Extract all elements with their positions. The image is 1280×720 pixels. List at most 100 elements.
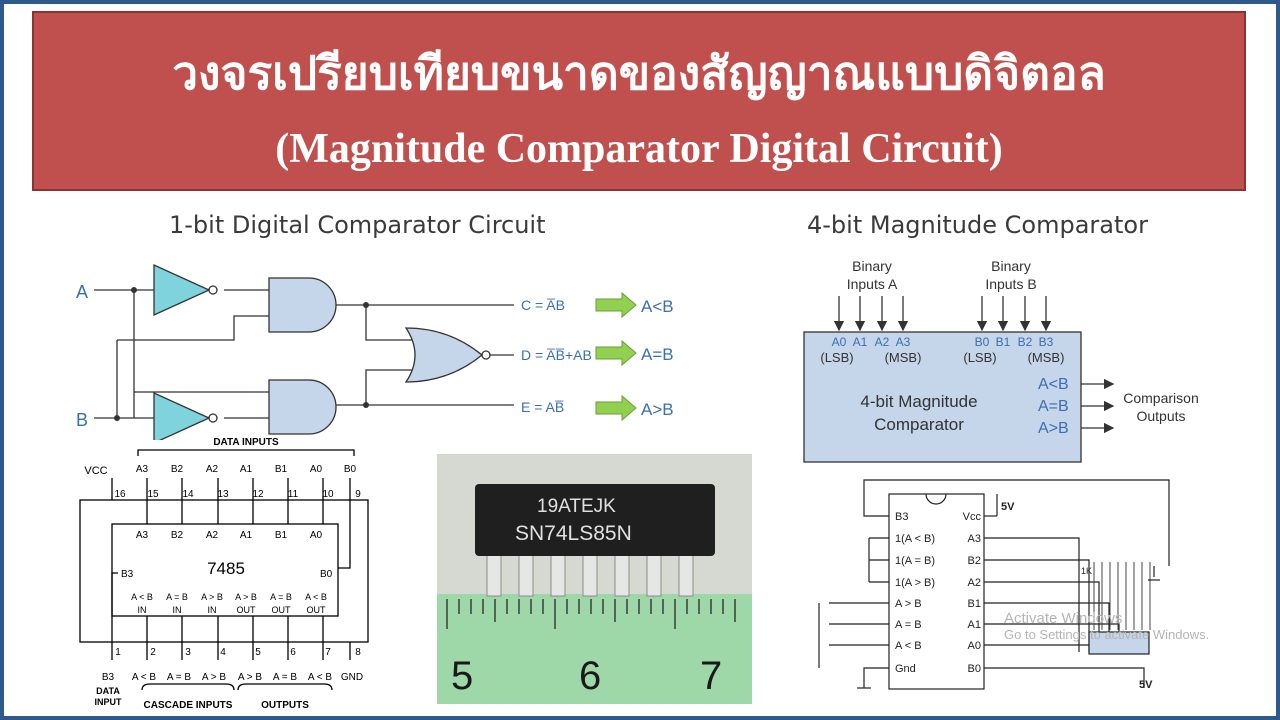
significance-labels: (LSB) (MSB) (LSB) (MSB) — [820, 350, 1064, 365]
watermark-line-2: Go to Settings to activate Windows. — [1004, 627, 1210, 642]
pin-15: 15 — [147, 489, 159, 500]
inner-b1: B1 — [275, 530, 288, 541]
resistor-label: 1K — [1081, 566, 1092, 576]
pin-14: 14 — [182, 489, 194, 500]
title-banner: วงจรเปรียบเทียบขนาดของสัญญาณแบบดิจิตอล (… — [32, 11, 1246, 191]
bottom-name-1: B3 — [102, 672, 115, 683]
one-bit-heading: 1-bit Digital Comparator Circuit — [169, 211, 546, 239]
inner-a1: A1 — [240, 530, 253, 541]
right-pin-6: A1 — [968, 619, 981, 631]
output-arrows — [1081, 378, 1115, 434]
vcc-label: VCC — [84, 465, 107, 477]
pin-7: 7 — [325, 647, 331, 658]
out-a-lt-b: A<B — [1038, 376, 1069, 393]
inner-rel-4: A > B — [235, 592, 257, 602]
and-gate-top — [268, 277, 337, 333]
buffer-gate-a — [153, 263, 218, 317]
block-label-1: 4-bit Magnitude — [860, 392, 977, 411]
pin-a0: A0 — [832, 335, 847, 349]
inner-dir-3: IN — [208, 605, 217, 615]
four-bit-block-diagram: Binary Inputs A Binary Inputs B A0 A1 A2… — [803, 258, 1199, 463]
inputs-a-title-1: Binary — [852, 258, 892, 274]
wiring-lines — [818, 479, 1170, 690]
right-pin-8: B0 — [968, 663, 981, 675]
left-pin-4: 1(A > B) — [895, 577, 935, 589]
top-name-a2: A2 — [206, 464, 219, 475]
xnor-bubble — [481, 350, 491, 360]
pin-1: 1 — [115, 647, 121, 658]
one-bit-comparator-diagram: A B C = A̅B D = A̅B̅+AB E = AB̅ A<B A=B … — [76, 263, 674, 440]
msb-a: (MSB) — [885, 350, 922, 365]
top-name-b1: B1 — [275, 464, 288, 475]
result-e: A>B — [641, 400, 674, 419]
bottom-pin-names: B3 A < B A = B A > B A > B A = B A < B G… — [102, 672, 363, 683]
pin-5: 5 — [255, 647, 261, 658]
comparator-block — [803, 331, 1082, 463]
result-c: A<B — [641, 297, 674, 316]
right-pin-labels: Vcc A3 B2 A2 B1 A1 A0 B0 — [963, 511, 982, 675]
inputs-b-title-1: Binary — [991, 258, 1031, 274]
arrow-e — [595, 394, 637, 422]
and-gate-bottom — [268, 379, 337, 435]
right-pin-4: A2 — [968, 577, 981, 589]
title-thai: วงจรเปรียบเทียบขนาดของสัญญาณแบบดิจิตอล — [172, 48, 1106, 99]
outputs-label: OUTPUTS — [261, 700, 309, 711]
pin-3: 3 — [185, 647, 191, 658]
right-pin-3: B2 — [968, 555, 981, 567]
top-name-b0: B0 — [344, 464, 357, 475]
outputs-title-2: Outputs — [1136, 408, 1185, 424]
watermark-line-1: Activate Windows — [1004, 610, 1123, 627]
left-pin-2: 1(A < B) — [895, 533, 935, 545]
outputs-title-1: Comparison — [1123, 390, 1198, 406]
inner-bottom-direction: IN IN IN OUT OUT OUT — [138, 605, 327, 615]
one-bit-wires — [94, 289, 514, 419]
inner-b0: B0 — [320, 569, 333, 580]
four-bit-heading: 4-bit Magnitude Comparator — [807, 211, 1148, 239]
top-pin-names: A3 B2 A2 A1 B1 A0 B0 — [136, 464, 357, 475]
pin-6: 6 — [290, 647, 296, 658]
pin-4: 4 — [220, 647, 226, 658]
chip-body — [475, 484, 715, 556]
one-bit-junctions — [114, 287, 369, 421]
block-label-2: Comparator — [874, 415, 964, 434]
xnor-gate — [404, 327, 484, 383]
out-a-eq-b: A=B — [1038, 398, 1069, 415]
right-pin-5: B1 — [968, 598, 981, 610]
pin-b0: B0 — [975, 335, 990, 349]
inner-rel-2: A = B — [166, 592, 188, 602]
lsb-b: (LSB) — [963, 350, 996, 365]
buffer-gate-b — [153, 391, 218, 440]
pin-13: 13 — [217, 489, 229, 500]
right-pin-7: A0 — [968, 640, 981, 652]
pin-11: 11 — [288, 489, 299, 500]
inner-dir-4: OUT — [237, 605, 257, 615]
activation-watermark: Activate Windows Go to Settings to activ… — [1004, 610, 1209, 642]
top-name-a3: A3 — [136, 464, 149, 475]
ground-5v-label: 5V — [1139, 679, 1153, 691]
pin-a3: A3 — [896, 335, 911, 349]
left-pin-6: A = B — [895, 619, 922, 631]
left-pin-3: 1(A = B) — [895, 555, 935, 567]
chip-legs — [486, 553, 694, 597]
bottom-name-2: A < B — [132, 672, 157, 683]
bottom-name-5: A > B — [238, 672, 263, 683]
inner-rel-1: A < B — [131, 592, 153, 602]
msb-b: (MSB) — [1028, 350, 1065, 365]
bottom-name-7: A < B — [308, 672, 333, 683]
top-name-b2: B2 — [171, 464, 184, 475]
inner-bottom-relations: A < B A = B A > B A > B A = B A < B — [131, 592, 327, 602]
inner-rel-5: A = B — [270, 592, 292, 602]
output-d-label: D = A̅B̅+AB — [521, 347, 592, 363]
top-pin-numbers: 16 15 14 13 12 11 10 9 — [114, 489, 361, 500]
wiring-diagram: B3 1(A < B) 1(A = B) 1(A > B) A > B A = … — [818, 479, 1170, 691]
ruler-6: 6 — [579, 654, 601, 698]
ruler-5: 5 — [451, 654, 473, 698]
title-english: (Magnitude Comparator Digital Circuit) — [275, 126, 1003, 172]
inner-b2: B2 — [171, 530, 184, 541]
right-pin-2: A3 — [968, 533, 981, 545]
left-pin-7: A < B — [895, 640, 922, 652]
bottom-name-3: A = B — [167, 672, 192, 683]
pinout-lines — [79, 449, 369, 691]
data-inputs-label: DATA INPUTS — [213, 437, 279, 448]
pin-8: 8 — [355, 647, 361, 658]
